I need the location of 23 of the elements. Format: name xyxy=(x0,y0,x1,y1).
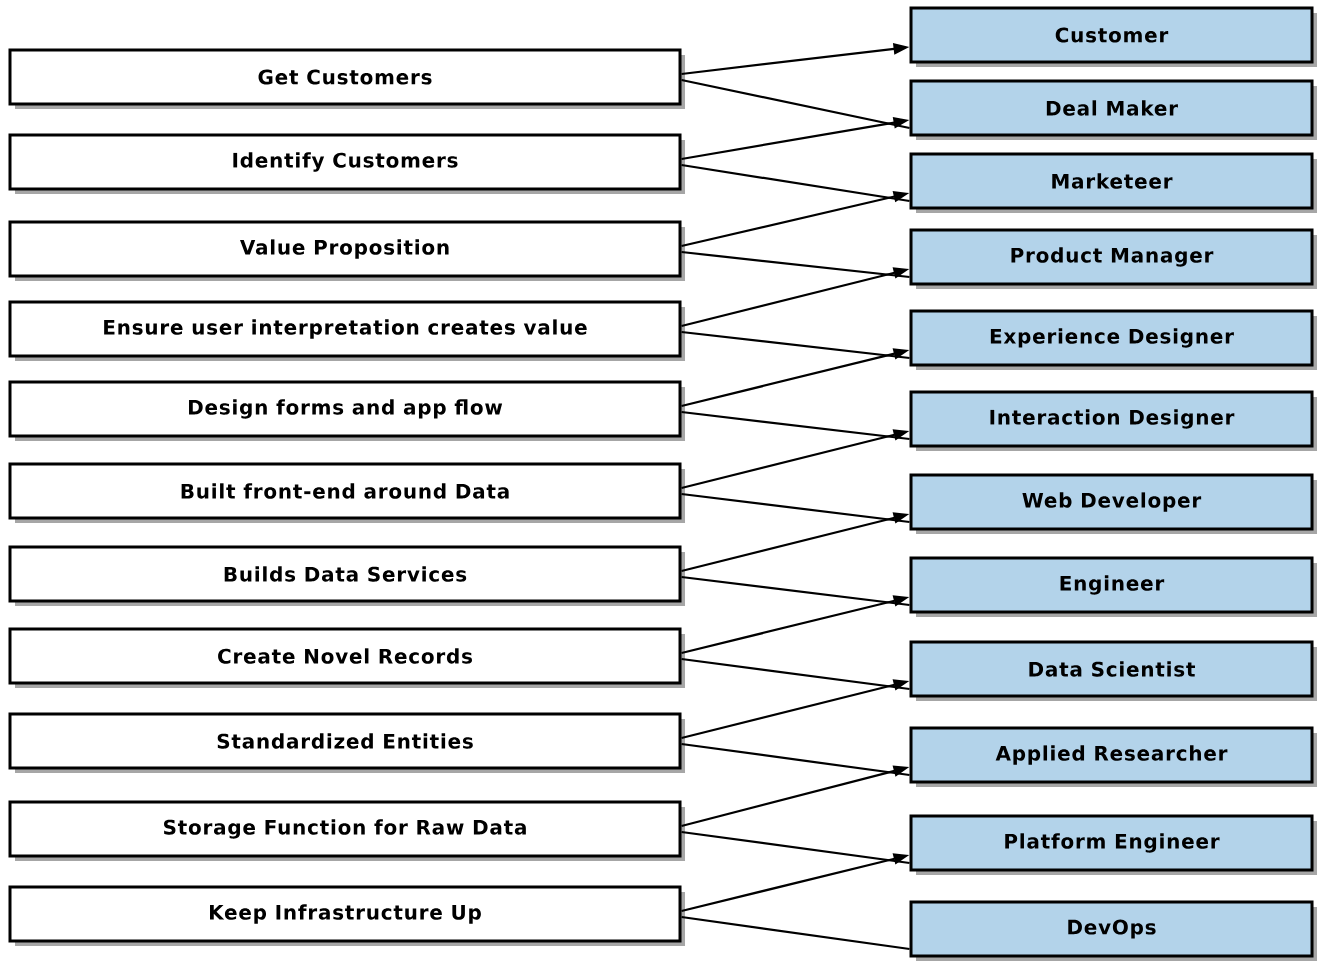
task-box: Storage Function for Raw Data xyxy=(8,800,685,861)
task-box: Create Novel Records xyxy=(8,627,685,688)
task-box: Keep Infrastructure Up xyxy=(8,885,685,946)
task-box: Standardized Entities xyxy=(8,712,685,773)
task-box: Ensure user interpretation creates value xyxy=(8,300,685,361)
role-box: DevOps xyxy=(909,900,1317,961)
role-box: Marketeer xyxy=(909,152,1317,213)
task-box: Identify Customers xyxy=(8,133,685,194)
role-box: Applied Researcher xyxy=(909,726,1317,787)
task-box: Design forms and app flow xyxy=(8,380,685,441)
task-box: Builds Data Services xyxy=(8,545,685,606)
role-box: Data Scientist xyxy=(909,640,1317,701)
role-box: Platform Engineer xyxy=(909,814,1317,875)
task-box: Built front-end around Data xyxy=(8,462,685,523)
role-box: Experience Designer xyxy=(909,309,1317,370)
task-box: Get Customers xyxy=(8,48,685,109)
role-box: Deal Maker xyxy=(909,79,1317,140)
role-box: Interaction Designer xyxy=(909,390,1317,451)
role-box: Web Developer xyxy=(909,473,1317,534)
role-box: Engineer xyxy=(909,556,1317,617)
role-box: Customer xyxy=(909,6,1317,67)
task-box: Value Proposition xyxy=(8,220,685,281)
role-box: Product Manager xyxy=(909,228,1317,289)
